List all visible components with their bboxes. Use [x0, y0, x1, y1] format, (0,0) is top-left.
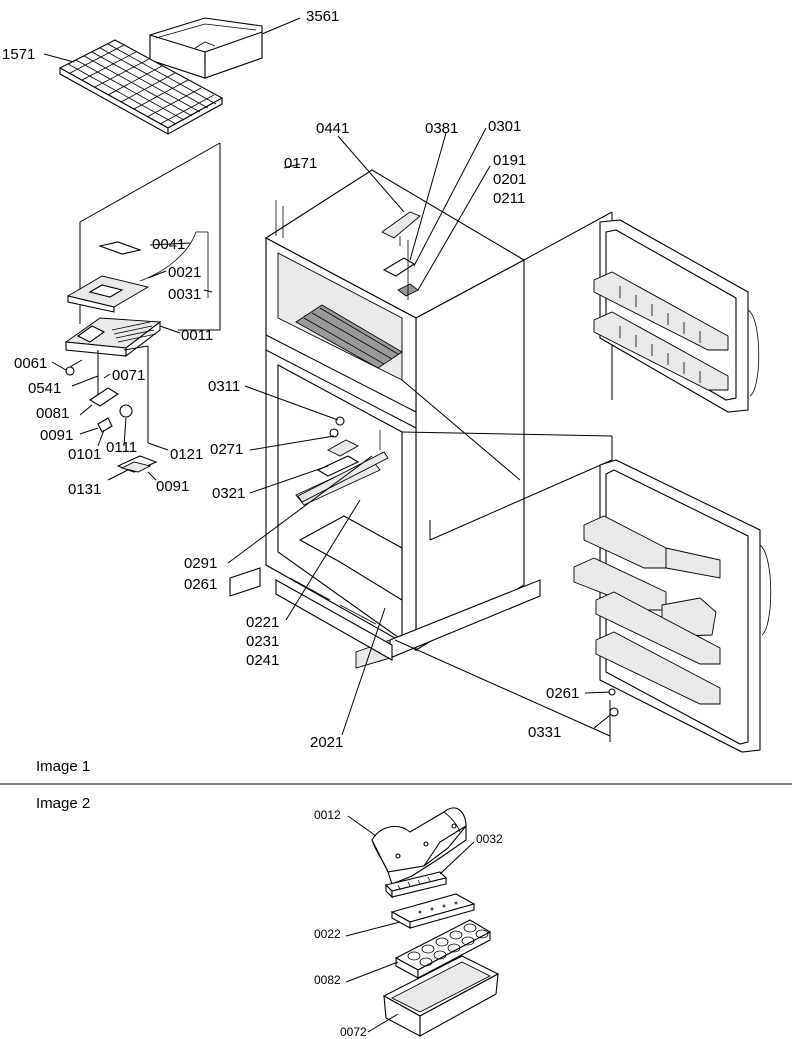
label-0022: 0022	[314, 927, 341, 941]
label-3561: 3561	[306, 8, 339, 25]
label-0301: 0301	[488, 118, 521, 135]
control-housing-parts	[64, 231, 209, 358]
label-0291: 0291	[184, 555, 217, 572]
dairy-door-part	[371, 807, 467, 885]
dairy-tray-part	[384, 871, 448, 899]
label-0221: 0221	[246, 614, 279, 631]
image-1-caption: Image 1	[36, 758, 90, 775]
label-0171: 0171	[284, 155, 317, 172]
image-2-caption: Image 2	[36, 795, 90, 812]
label-0111: 0111	[106, 439, 137, 456]
label-0081: 0081	[36, 405, 69, 422]
label-0101: 0101	[68, 446, 101, 463]
label-0072: 0072	[340, 1025, 367, 1039]
label-0541: 0541	[28, 380, 61, 397]
refrigerator-cabinet	[229, 169, 541, 669]
label-0331: 0331	[528, 724, 561, 741]
egg-tray-part	[394, 919, 492, 979]
label-0231: 0231	[246, 633, 279, 650]
label-0021: 0021	[168, 264, 201, 281]
light-assembly-parts	[51, 345, 169, 481]
dairy-bin-part	[382, 955, 500, 1037]
label-0381: 0381	[425, 120, 458, 137]
label-0201: 0201	[493, 171, 526, 188]
label-0321: 0321	[212, 485, 245, 502]
label-0211: 0211	[493, 190, 525, 207]
label-0031: 0031	[168, 286, 201, 303]
label-0131: 0131	[68, 481, 101, 498]
label-0032: 0032	[476, 832, 503, 846]
top-hinge-parts	[275, 200, 421, 300]
egg-tray-cover-part	[390, 893, 476, 929]
label-0311: 0311	[208, 378, 240, 395]
label-0071: 0071	[112, 367, 145, 384]
freezer-door-part	[593, 219, 760, 413]
label-0011: 0011	[181, 327, 213, 344]
label-0121: 0121	[170, 446, 203, 463]
label-1571: 1571	[2, 46, 35, 63]
image-1-diagram	[43, 17, 772, 753]
label-0261-a: 0261	[184, 576, 217, 593]
wire-shelf-part	[58, 39, 224, 135]
label-0091-b: 0091	[156, 478, 189, 495]
label-0441: 0441	[316, 120, 349, 137]
image-2-diagram	[345, 807, 500, 1037]
image-2-labels: 0012 0032 0022 0082 0072	[314, 808, 503, 1039]
label-0061: 0061	[14, 355, 47, 372]
crisper-pan-part	[149, 17, 263, 79]
label-0041: 0041	[152, 236, 185, 253]
label-0191: 0191	[493, 152, 526, 169]
label-0082: 0082	[314, 973, 341, 987]
label-0261-b: 0261	[546, 685, 579, 702]
label-0091-a: 0091	[40, 427, 73, 444]
label-0271: 0271	[210, 441, 243, 458]
image-1-labels: 3561 1571 0441 0381 0301 0171 0191 0201 …	[2, 8, 579, 751]
label-0012: 0012	[314, 808, 341, 822]
label-0241: 0241	[246, 652, 279, 669]
label-2021: 2021	[310, 734, 343, 751]
fresh-food-door-part	[573, 459, 772, 753]
